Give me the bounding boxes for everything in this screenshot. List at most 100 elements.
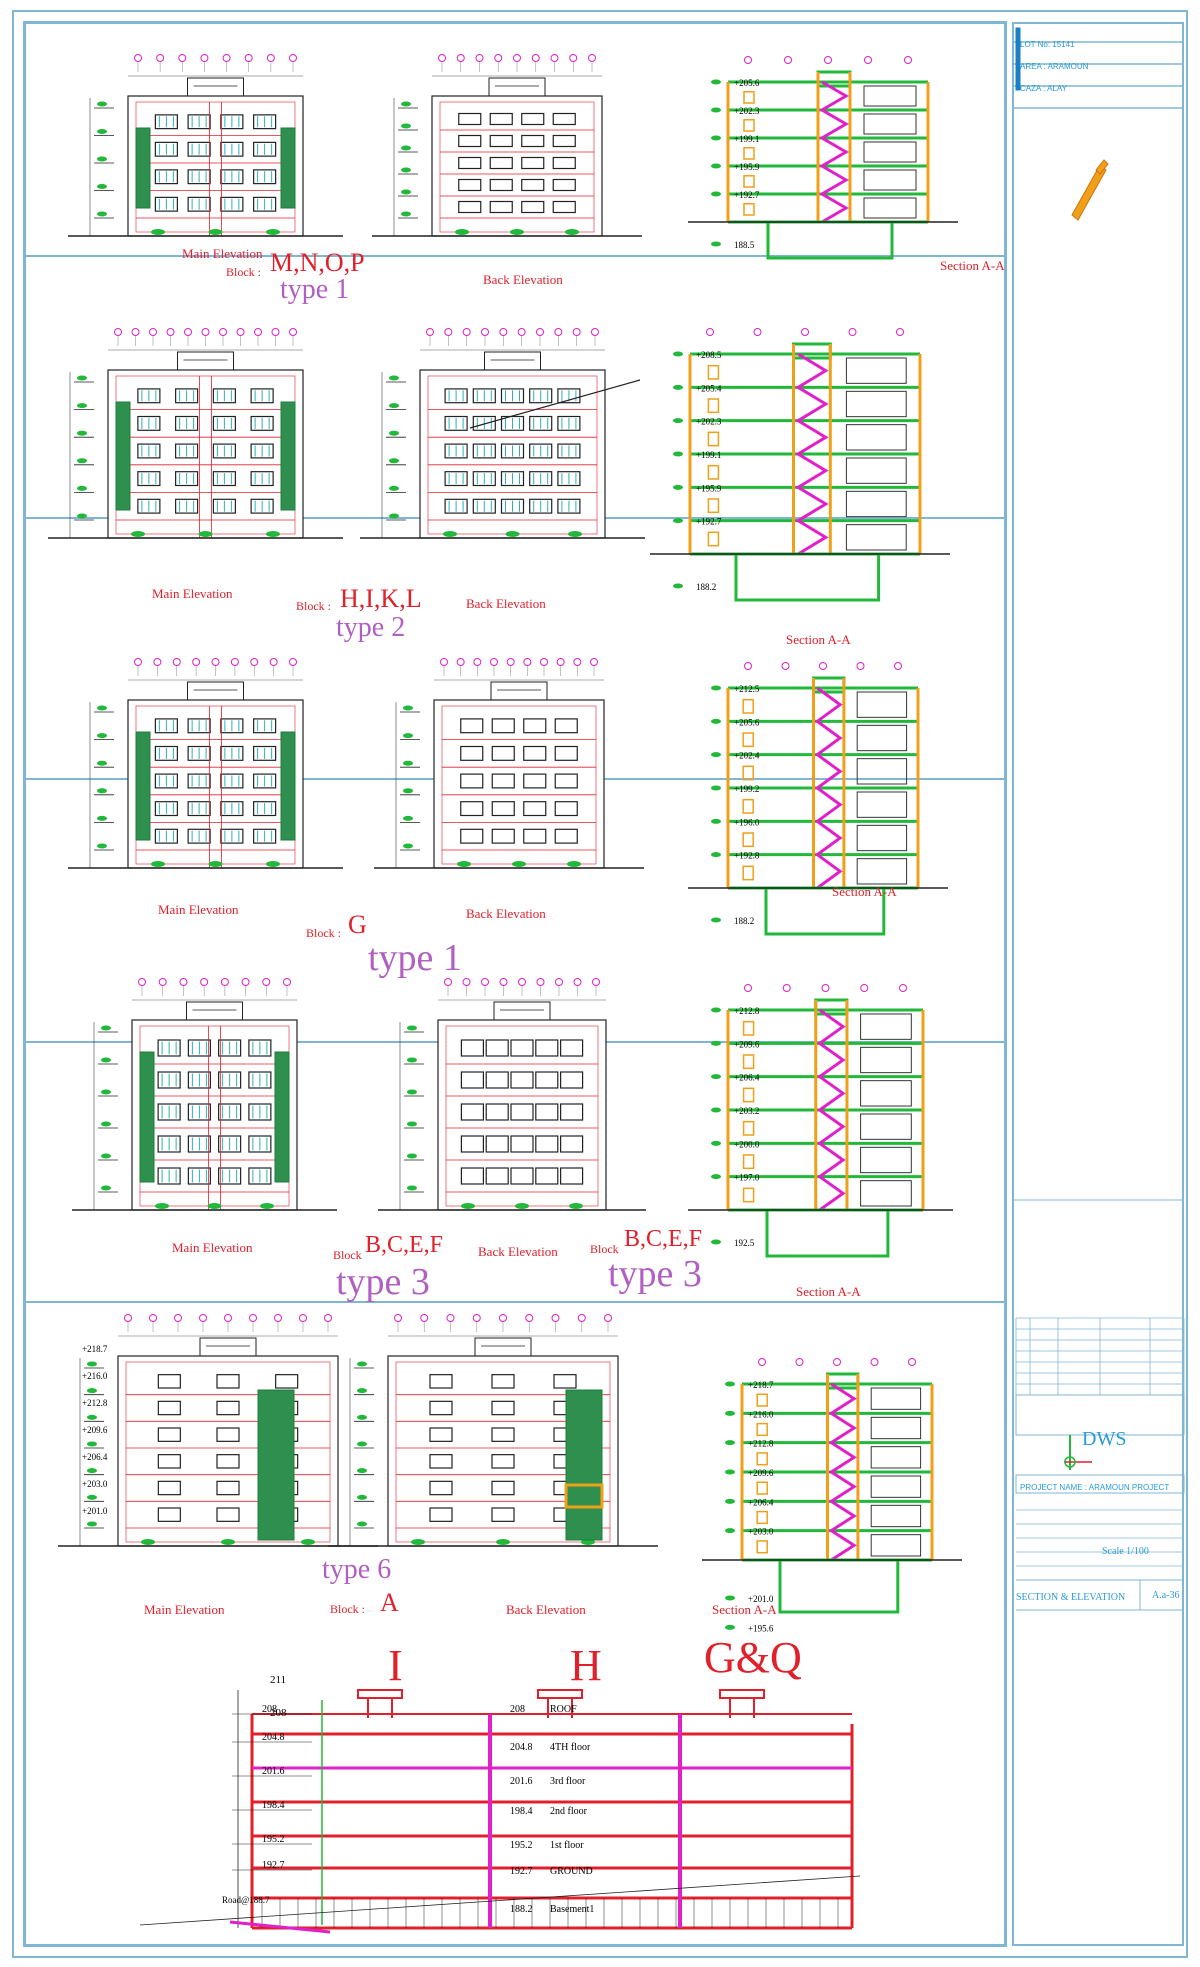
title-subblock xyxy=(1015,1394,1185,1436)
section-level-label: +206.4 xyxy=(748,1497,774,1507)
level-marker xyxy=(711,818,721,824)
green-column xyxy=(280,401,296,511)
shrub xyxy=(260,1203,274,1209)
window xyxy=(491,801,515,817)
window xyxy=(216,1480,240,1496)
grid-bubble xyxy=(904,56,912,64)
grid-bubble xyxy=(540,658,548,666)
section-level-label: +200.0 xyxy=(734,1139,760,1149)
grid-bubble xyxy=(860,984,869,992)
p1-type-label: type 1 xyxy=(280,274,350,305)
window xyxy=(220,141,244,157)
grid-bubble xyxy=(556,658,565,666)
grid-bubble xyxy=(134,658,142,666)
grid-bubble xyxy=(289,328,297,336)
grid-bubble xyxy=(244,54,253,62)
window xyxy=(535,1071,559,1089)
section-room xyxy=(860,1013,912,1040)
section-level-label: +205.6 xyxy=(734,78,760,88)
window xyxy=(557,388,581,404)
window xyxy=(157,1400,181,1416)
section-level-label: +199.1 xyxy=(696,450,721,460)
section-room xyxy=(856,791,908,818)
window xyxy=(157,1507,181,1522)
window xyxy=(472,498,496,514)
grid-bubble xyxy=(490,658,498,666)
grid-bubble xyxy=(172,658,181,666)
p2-main-caption: Main Elevation xyxy=(152,586,233,601)
grid-bubble xyxy=(864,56,872,64)
grid-bubble xyxy=(523,658,532,666)
grid-bubble xyxy=(833,1358,841,1366)
grid-bubble xyxy=(134,54,142,62)
window xyxy=(460,1167,484,1185)
window xyxy=(529,388,553,404)
grid-bubble xyxy=(870,1358,879,1366)
shrub xyxy=(515,1203,529,1209)
level-marker xyxy=(711,107,721,113)
grid-bubble xyxy=(224,1314,232,1322)
grid-bubble xyxy=(456,54,465,62)
stair-flight xyxy=(795,352,829,556)
window xyxy=(489,156,513,170)
window xyxy=(187,1103,211,1121)
grid-bubble xyxy=(499,1314,507,1322)
section-level-label: +195.6 xyxy=(748,1623,774,1633)
window xyxy=(218,1103,242,1121)
window xyxy=(460,1039,484,1057)
p1-section-caption: Section A-A xyxy=(940,258,1005,273)
level-marker xyxy=(77,458,87,464)
drawing-title: SECTION & ELEVATION xyxy=(1016,1592,1126,1603)
site-block-i: I xyxy=(388,1641,403,1690)
level-marker xyxy=(87,1521,97,1527)
window xyxy=(491,773,515,789)
section-door xyxy=(742,765,754,781)
window xyxy=(552,134,576,148)
window xyxy=(253,169,277,185)
window xyxy=(212,471,236,487)
section-door xyxy=(707,398,720,414)
section-room xyxy=(845,457,907,484)
grid-bubble xyxy=(249,1314,257,1322)
grid-bubble xyxy=(801,328,809,336)
key-plan-sketch xyxy=(1095,159,1109,175)
level-marker xyxy=(673,484,683,490)
window xyxy=(220,745,244,761)
level-marker xyxy=(403,705,413,711)
window xyxy=(154,718,178,734)
grid-bubble xyxy=(446,1314,455,1322)
window xyxy=(444,415,468,431)
section-room xyxy=(870,1446,922,1469)
section-door xyxy=(707,464,720,480)
level-marker xyxy=(357,1441,367,1447)
level-marker xyxy=(87,1361,97,1367)
site-left-level: 192.7 xyxy=(262,1860,285,1871)
level-marker xyxy=(673,583,683,589)
site-floor-name: 1st floor xyxy=(550,1840,584,1851)
level-marker xyxy=(87,1494,97,1500)
level-marker xyxy=(403,843,413,849)
window xyxy=(137,471,161,487)
level-marker xyxy=(673,384,683,390)
grid-bubble xyxy=(896,328,904,336)
window xyxy=(175,443,199,459)
grid-bubble xyxy=(551,1314,560,1322)
p4-block-word-2: Block xyxy=(590,1242,619,1256)
main-level-label: +212.8 xyxy=(82,1398,108,1408)
section-room xyxy=(863,85,917,107)
level-marker xyxy=(77,375,87,381)
grid-bubble xyxy=(200,978,209,986)
p5-block-word: Block : xyxy=(330,1602,365,1616)
shrub xyxy=(568,531,582,537)
window xyxy=(253,114,277,130)
window xyxy=(157,1039,181,1057)
section-level-label: +199.2 xyxy=(734,784,759,794)
shrub xyxy=(455,229,469,235)
shrub xyxy=(510,229,524,235)
title-subblock xyxy=(1015,1474,1185,1494)
window xyxy=(554,801,578,817)
window xyxy=(220,828,244,844)
level-marker xyxy=(357,1494,367,1500)
level-marker xyxy=(711,852,721,858)
grid-bubble xyxy=(230,658,239,666)
